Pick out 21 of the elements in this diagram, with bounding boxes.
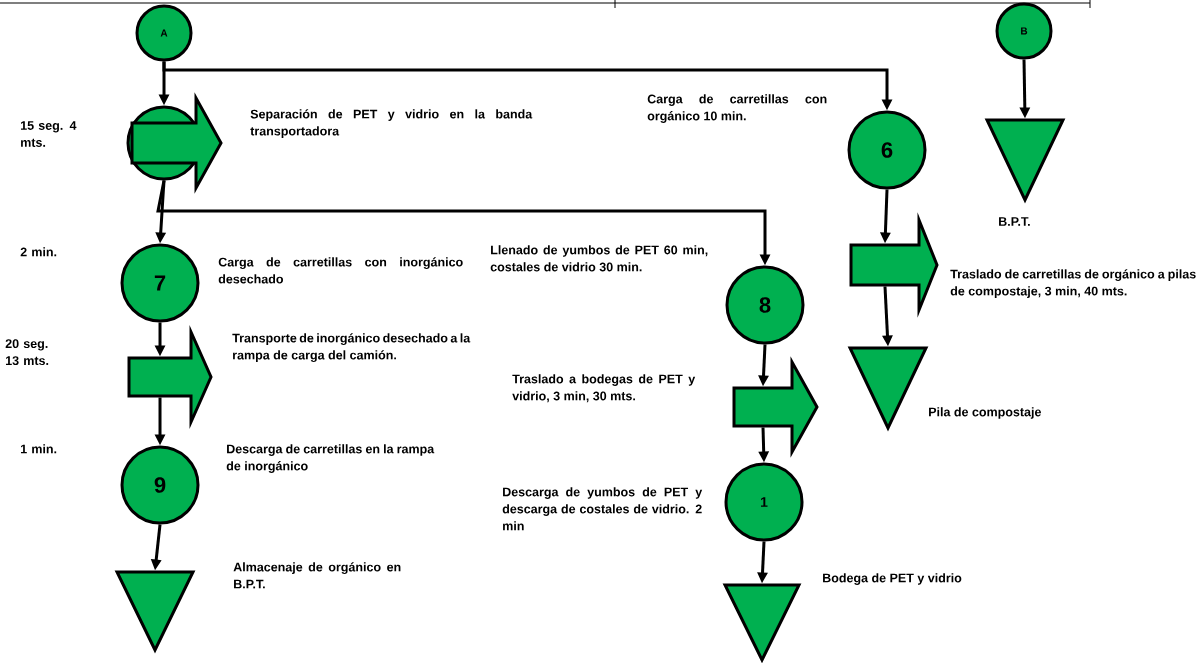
step-description: Traslado de carretillas de orgánico a pilas de compostaje, 3 min, 40 mts.	[950, 269, 1196, 298]
transport-symbol	[732, 356, 819, 458]
transport-symbol	[849, 212, 939, 318]
time-label: 15 seg. 4 mts.	[21, 121, 77, 147]
step-description: Llenado de yumbos de PET 60 min, costales de vidrio 30 min.	[490, 245, 708, 272]
time-label: 20 seg. 13 mts.	[5, 339, 49, 366]
step-description: Descarga de carretillas en la rampa de inorgánico	[226, 444, 435, 473]
step-description: Descarga de yumbos de PET y descarga de costales de vidrio. 2 min	[502, 487, 703, 531]
step-description: Carga de carretillas con orgánico 10 min.	[647, 94, 827, 123]
time-label: 2 min.	[20, 247, 57, 257]
step-description: Transporte de inorgánico desechado a la rampa de carga del camión.	[232, 333, 471, 362]
transport-symbol	[127, 324, 213, 430]
step-description: Separación de PET y vidrio en la banda transportadora	[250, 109, 533, 138]
step-description: Traslado a bodegas de PET y vidrio, 3 min, 30 mts.	[512, 374, 696, 403]
combined-symbol	[126, 92, 223, 194]
time-label: 1 min.	[21, 444, 57, 454]
step-description: Pila de compostaje	[929, 407, 1041, 419]
step-description: Carga de carretillas con inorgánico desechado	[218, 257, 463, 284]
step-description: Bodega de PET y vidrio	[823, 573, 962, 585]
step-description: B.P.T.	[999, 217, 1030, 226]
step-description: Almacenaje de orgánico en B.P.T.	[233, 562, 401, 589]
